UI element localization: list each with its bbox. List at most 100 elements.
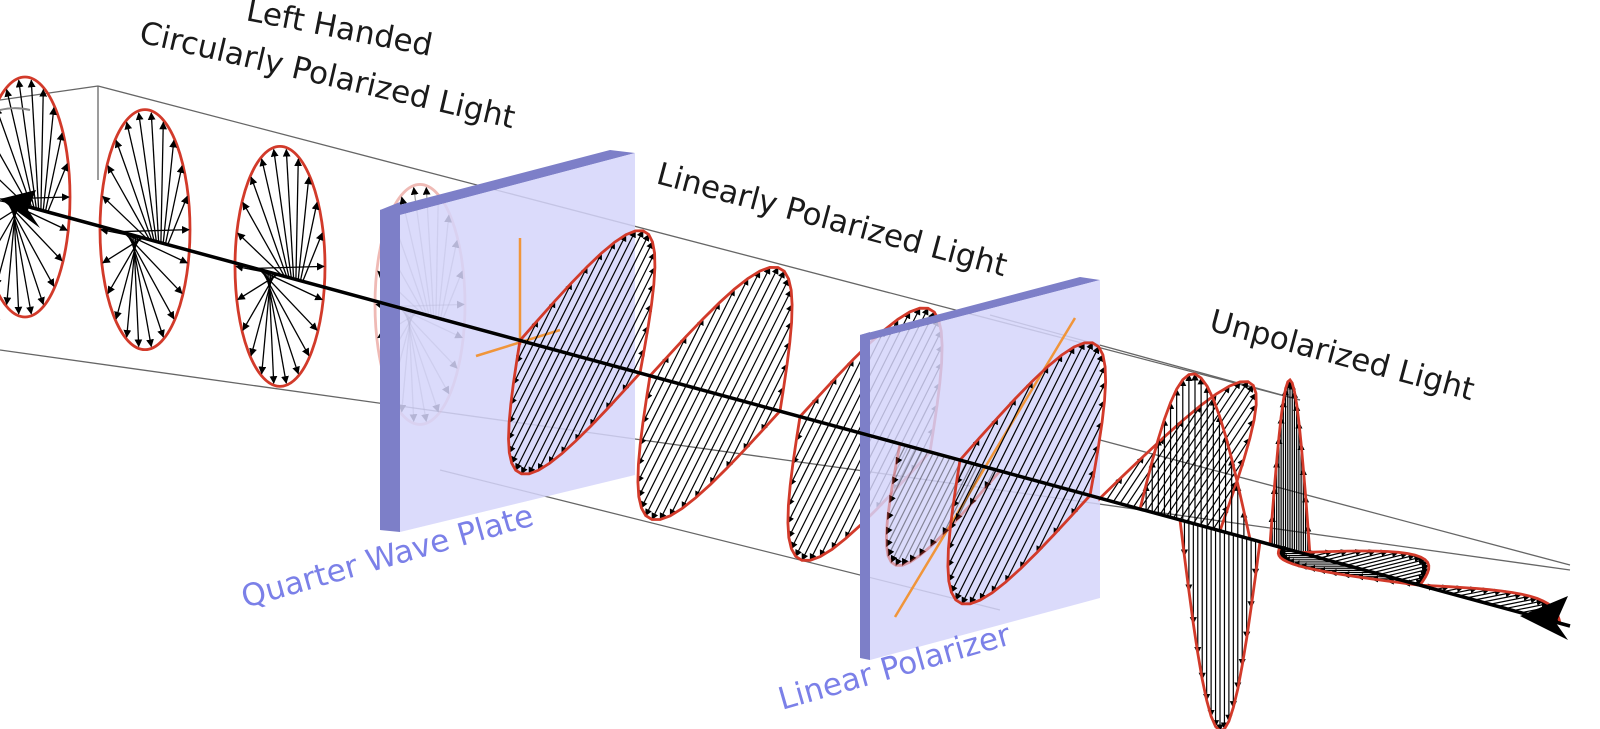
field-vector	[1010, 346, 1075, 475]
field-vector	[1038, 354, 1104, 482]
field-vector	[606, 369, 628, 411]
field-vector	[1152, 381, 1241, 514]
linear-envelope	[648, 265, 794, 412]
unpolarized-wave	[1098, 372, 1562, 729]
field-vector	[991, 483, 1048, 594]
field-vector	[640, 389, 702, 509]
field-vector	[294, 158, 303, 280]
field-vector	[135, 112, 158, 242]
field-vector	[792, 420, 815, 465]
field-vector	[270, 148, 293, 279]
quarter-wave-plate-top	[380, 150, 635, 215]
field-vector	[561, 363, 608, 455]
field-vector	[159, 121, 168, 243]
field-vector	[237, 273, 279, 301]
linear-polarized-wave	[507, 229, 944, 562]
field-vector	[669, 397, 730, 517]
field-vector	[788, 428, 844, 539]
field-vector	[909, 460, 962, 563]
field-vector	[1482, 591, 1523, 603]
field-vector	[984, 469, 995, 489]
field-vector	[750, 321, 793, 404]
field-vector	[663, 335, 687, 380]
field-vector	[1031, 346, 1100, 481]
field-vector	[638, 387, 694, 498]
field-vector	[765, 363, 788, 408]
field-vector	[1393, 567, 1430, 579]
field-vector	[508, 351, 561, 454]
field-vector	[249, 176, 288, 278]
field-vector	[942, 464, 979, 536]
field-vector	[947, 469, 997, 568]
field-vector	[259, 158, 290, 278]
field-vector	[1179, 404, 1257, 521]
field-vector	[787, 426, 837, 524]
linear-envelope	[1098, 380, 1258, 532]
field-vector	[102, 195, 148, 240]
field-vector	[44, 132, 65, 212]
field-vector	[645, 391, 709, 517]
field-vector	[164, 165, 185, 245]
field-vector	[1379, 560, 1429, 575]
field-vector	[685, 288, 735, 386]
arrow-left-icon	[1520, 596, 1568, 640]
labels: Left Handed Circularly Polarized Light L…	[136, 0, 1478, 718]
field-vector	[237, 232, 283, 277]
field-vector	[511, 352, 568, 464]
field-vector	[757, 341, 791, 406]
field-vector	[147, 112, 160, 243]
field-vector	[1112, 455, 1144, 503]
field-vector	[892, 446, 912, 485]
field-vector	[821, 358, 854, 423]
linear-envelope	[1268, 377, 1312, 556]
field-vector	[249, 273, 274, 357]
field-vector	[1017, 342, 1085, 477]
field-vector	[1146, 385, 1230, 512]
field-vector	[710, 403, 752, 485]
field-vector	[539, 282, 573, 347]
field-vector	[950, 473, 1012, 593]
field-vector	[606, 266, 656, 365]
circular-envelope	[233, 144, 327, 388]
linear-envelope	[636, 375, 782, 521]
field-vector	[1186, 419, 1255, 523]
field-vector	[681, 399, 738, 510]
field-vector	[1166, 384, 1254, 517]
linear-polarizer-edge	[860, 332, 870, 660]
linear-envelope	[946, 459, 1092, 606]
field-vector	[901, 458, 957, 566]
field-vector	[714, 266, 779, 394]
field-vector	[282, 148, 295, 279]
field-vector	[586, 233, 650, 359]
field-vector	[969, 479, 1033, 605]
field-vector	[947, 467, 990, 550]
field-vector	[639, 381, 673, 446]
field-vector	[1159, 381, 1249, 515]
field-vector	[167, 195, 189, 245]
field-vector	[651, 393, 716, 521]
unpolarized-label: Unpolarized Light	[1206, 303, 1478, 408]
quarter-wave-plate	[380, 150, 635, 532]
field-vector	[107, 236, 142, 295]
linear-light-label: Linearly Polarized Light	[653, 156, 1011, 284]
field-vector	[552, 252, 603, 350]
field-vector	[1060, 400, 1106, 488]
field-vector	[678, 302, 720, 384]
field-vector	[102, 237, 144, 264]
field-vector	[895, 457, 951, 567]
field-vector	[520, 356, 581, 475]
field-vector	[512, 343, 534, 385]
field-vector	[546, 266, 588, 348]
field-vector	[695, 401, 745, 499]
field-vector	[1339, 549, 1389, 565]
field-vector	[1513, 601, 1549, 612]
field-vector	[637, 385, 687, 483]
arrow-left-icon	[0, 190, 40, 228]
field-vector	[1326, 549, 1363, 561]
field-vector	[242, 201, 286, 277]
field-vector	[981, 397, 1016, 467]
field-vector	[1046, 366, 1106, 484]
field-vector	[1020, 487, 1062, 570]
field-vector	[590, 367, 621, 427]
field-vector	[1474, 590, 1513, 601]
